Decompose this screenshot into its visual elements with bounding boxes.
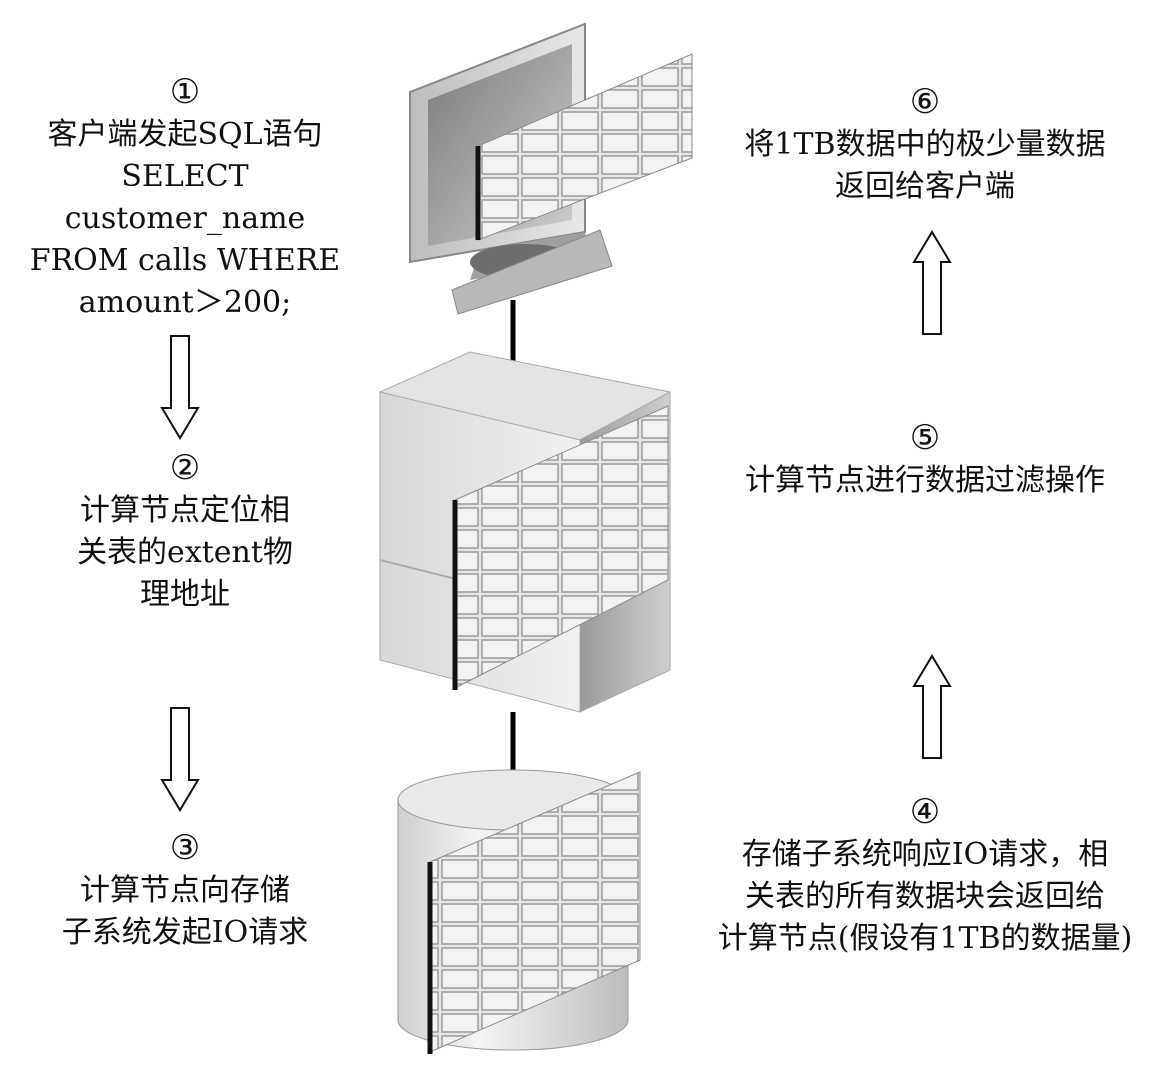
step-number: ④ bbox=[909, 792, 941, 832]
hollow-arrow-down-icon bbox=[160, 707, 200, 812]
step-text-line: 客户端发起SQL语句 bbox=[47, 117, 323, 152]
step-text-line: 计算节点进行数据过滤操作 bbox=[745, 463, 1105, 498]
step-number: ⑥ bbox=[909, 82, 941, 122]
step-text-line: customer_name bbox=[64, 201, 306, 236]
step-6-return-result: ⑥ 将1TB数据中的极少量数据 返回给客户端 bbox=[690, 80, 1160, 208]
step-text-line: 返回给客户端 bbox=[835, 169, 1015, 204]
step-number: ① bbox=[169, 72, 201, 112]
step-5-filter: ⑤ 计算节点进行数据过滤操作 bbox=[690, 416, 1160, 502]
step-text-line: 将1TB数据中的极少量数据 bbox=[744, 127, 1106, 162]
step-text-line: 理地址 bbox=[140, 577, 230, 612]
step-text-line: 子系统发起IO请求 bbox=[61, 915, 309, 950]
step-text-line: 关表的所有数据块会返回给 bbox=[745, 879, 1105, 914]
step-3-io-request: ③ 计算节点向存储 子系统发起IO请求 bbox=[20, 826, 350, 954]
step-text-line: SELECT bbox=[121, 159, 249, 194]
step-2-locate-extent: ② 计算节点定位相 关表的extent物 理地址 bbox=[20, 446, 350, 616]
step-4-storage-response: ④ 存储子系统响应IO请求，相 关表的所有数据块会返回给 计算节点(假设有1TB… bbox=[690, 790, 1160, 960]
hollow-arrow-up-icon bbox=[912, 230, 952, 335]
step-text-line: 计算节点(假设有1TB的数据量) bbox=[717, 921, 1133, 956]
server-with-table-icon bbox=[378, 351, 672, 713]
hollow-arrow-up-icon bbox=[912, 654, 952, 759]
step-text-line: 关表的extent物 bbox=[77, 535, 293, 570]
step-number: ③ bbox=[169, 828, 201, 868]
disk-storage-with-table-icon bbox=[397, 769, 641, 1054]
step-text-line: 计算节点向存储 bbox=[80, 873, 290, 908]
monitor-with-table-icon bbox=[409, 22, 693, 315]
step-text-line: amount＞200; bbox=[78, 285, 292, 320]
step-1-client-sql: ① 客户端发起SQL语句 SELECT customer_name FROM c… bbox=[20, 70, 350, 324]
step-number: ⑤ bbox=[909, 418, 941, 458]
step-text-line: 计算节点定位相 bbox=[80, 493, 290, 528]
step-text-line: FROM calls WHERE bbox=[29, 243, 341, 278]
step-number: ② bbox=[169, 448, 201, 488]
step-text-line: 存储子系统响应IO请求，相 bbox=[741, 837, 1109, 872]
hollow-arrow-down-icon bbox=[160, 335, 200, 440]
